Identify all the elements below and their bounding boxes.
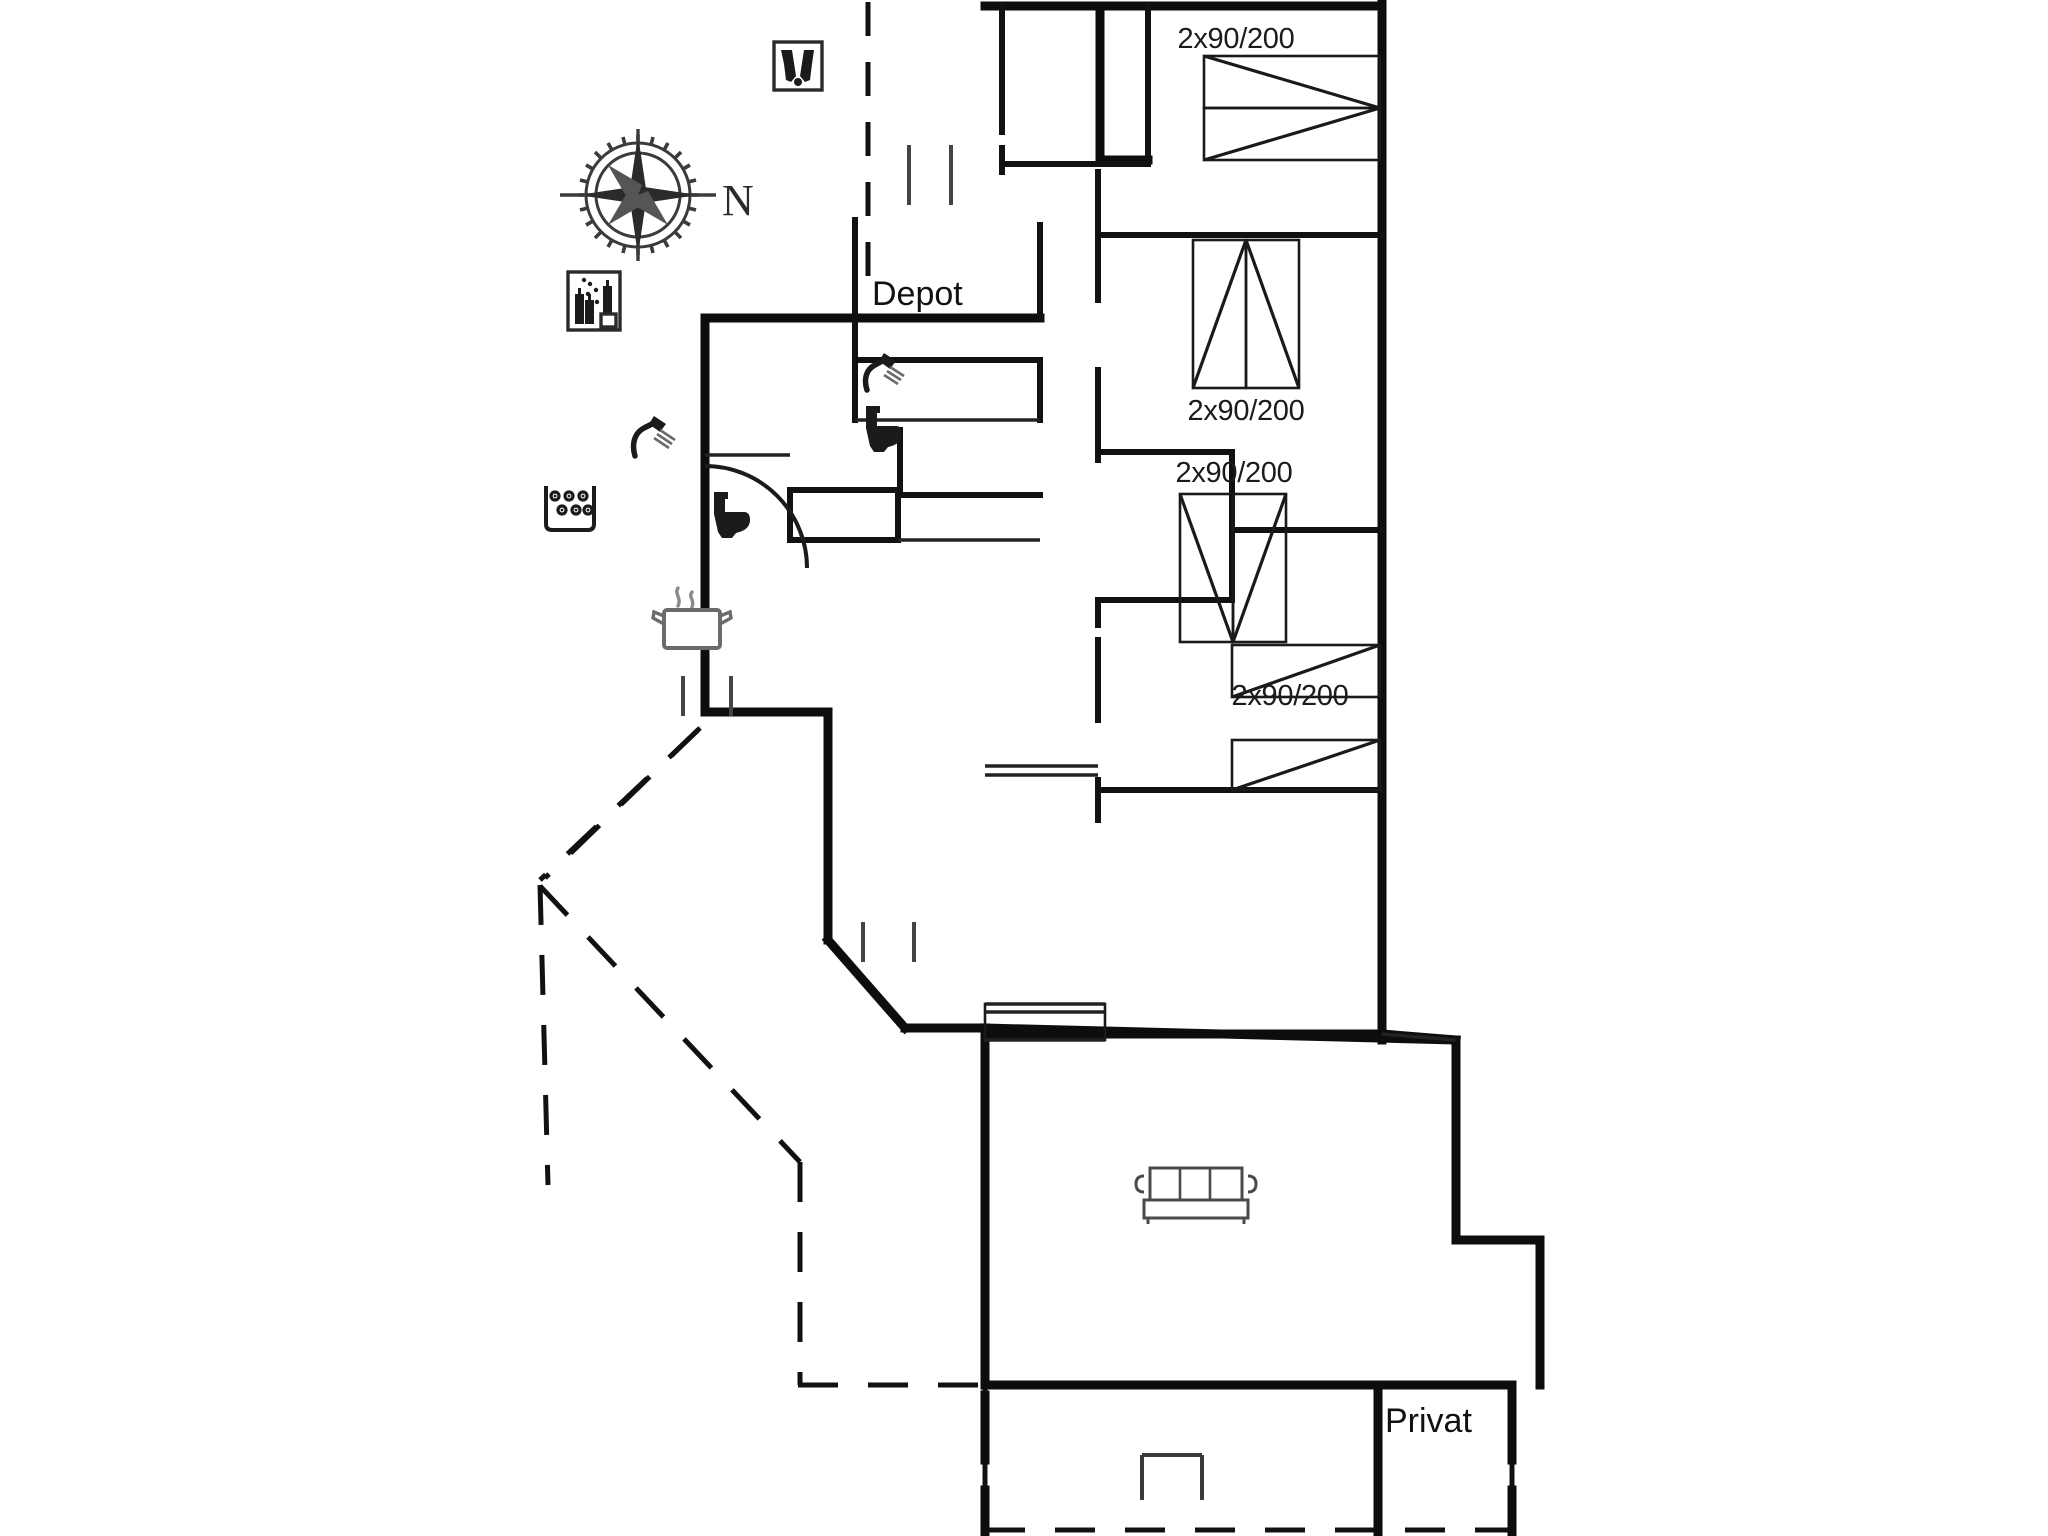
door-swing-kitchen: [704, 464, 809, 569]
shower-head-icon-right: [862, 353, 905, 393]
bathroom-left: [787, 427, 1043, 543]
washing-machine-icon: [772, 40, 824, 92]
bed-group-upper-middle: [1191, 238, 1301, 390]
room-label-depot: Depot: [872, 275, 963, 313]
compass-north-label: N: [722, 176, 754, 225]
bottom-fixture: [1140, 1453, 1204, 1500]
bedroom-partitions: [1095, 169, 1385, 823]
bed-group-mid-right: [1178, 492, 1288, 644]
dishwasher-icon: [544, 486, 596, 532]
bed-single-mid-right: [1230, 643, 1382, 699]
bed-dimension-upper-middle: 2x90/200: [1188, 395, 1305, 427]
shower-head-icon: [630, 416, 676, 459]
door-opening-ticks: [681, 145, 953, 962]
utility-room-north: [999, 3, 1151, 175]
bed-dimension-mid-right: 2x90/200: [1176, 457, 1293, 489]
interior-thin-lines: [985, 764, 1457, 1042]
cooking-pot-icon: [651, 586, 733, 650]
toilet-icon-left: [714, 492, 750, 538]
toilet-icon-right: [866, 406, 902, 452]
bed-dimension-top-right: 2x90/200: [1178, 23, 1295, 55]
sofa-icon: [1134, 1166, 1258, 1224]
bed-group-top-right: [1202, 54, 1382, 162]
compass-rose-icon: [560, 129, 716, 261]
room-label-privat: Privat: [1385, 1402, 1472, 1440]
bed-dimension-lower-right: 2x90/200: [1232, 680, 1349, 712]
bed-single-lower-right: [1230, 738, 1382, 792]
wine-bottles-icon: [566, 270, 622, 332]
